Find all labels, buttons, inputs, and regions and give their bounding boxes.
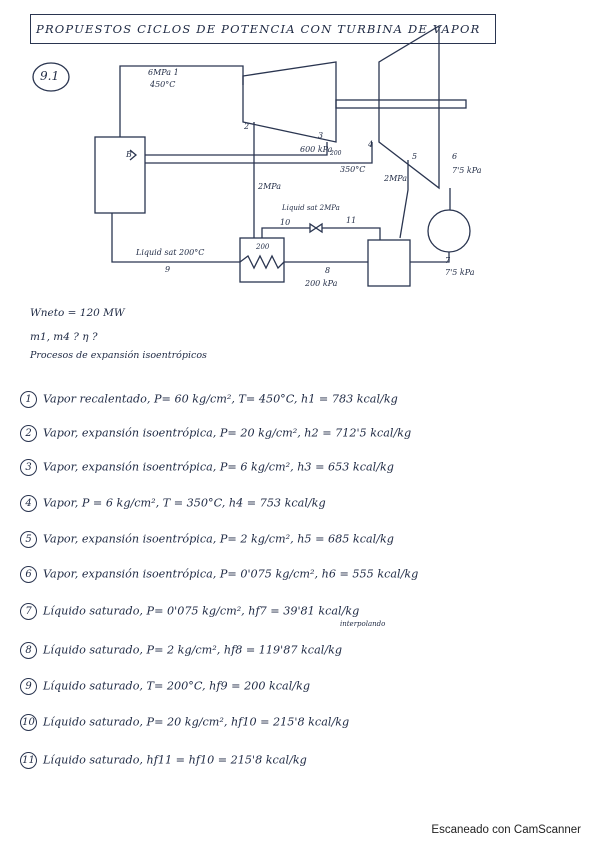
boiler-b-label: B <box>126 150 132 159</box>
state-4-temp: 350°C <box>340 165 366 174</box>
state-text: Vapor, expansión isoentrópica, P= 6 kg/c… <box>43 460 394 474</box>
state-number: 4 <box>20 495 37 512</box>
state-10-label: 10 <box>280 218 291 227</box>
condenser <box>427 209 471 253</box>
turbine-shaft <box>335 99 467 109</box>
state-number: 10 <box>20 714 37 731</box>
state-number: 6 <box>20 566 37 583</box>
state-text: Líquido saturado, T= 200°C, hf9 = 200 kc… <box>43 679 311 693</box>
state-1-temp: 450°C <box>150 80 176 89</box>
state-8-pressure: 200 kPa <box>305 279 338 288</box>
title-box <box>30 14 496 44</box>
state-7-pressure: 7'5 kPa <box>445 268 475 277</box>
state-number: 7 <box>20 603 37 620</box>
state-5-pressure: 2MPa <box>258 182 282 191</box>
state-text: Líquido saturado, P= 2 kg/cm², hf8 = 119… <box>43 643 343 657</box>
state-text: Vapor recalentado, P= 60 kg/cm², T= 450°… <box>43 392 398 406</box>
state-9-label: 9 <box>165 265 171 274</box>
state-number: 11 <box>20 752 37 769</box>
state-number: 5 <box>20 531 37 548</box>
state-8: 8 Líquido saturado, P= 2 kg/cm², hf8 = 11… <box>20 642 342 659</box>
state-text: Líquido saturado, hf11 = hf10 = 215'8 kc… <box>43 753 307 767</box>
page-title: PROPUESTOS CICLOS DE POTENCIA CON TURBIN… <box>36 22 481 36</box>
state-text: Vapor, expansión isoentrópica, P= 2 kg/c… <box>43 532 394 546</box>
state-3-pressure: 600 kPa <box>300 145 333 154</box>
state-number: 2 <box>20 425 37 442</box>
scanner-watermark: Escaneado con CamScanner <box>431 824 581 836</box>
state-9: 9 Líquido saturado, T= 200°C, hf9 = 200 k… <box>20 678 310 695</box>
label-200b: 200 <box>330 150 342 157</box>
state-10-liquid: Liquid sat 2MPa <box>282 204 340 212</box>
state-number: 8 <box>20 642 37 659</box>
unknowns-text: m1, m4 ? η ? <box>30 331 98 343</box>
hp-turbine <box>242 61 337 143</box>
heater-200-label: 200 <box>256 243 270 251</box>
state-text: Líquido saturado, P= 0'075 kg/cm², hf7 =… <box>43 604 360 618</box>
state-2-label: 2 <box>244 122 250 131</box>
state-text: Líquido saturado, P= 20 kg/cm², hf10 = 2… <box>43 715 350 729</box>
state-1: 1 Vapor recalentado, P= 60 kg/cm², T= 450… <box>20 391 398 408</box>
state-6-label: 6 <box>452 152 458 161</box>
state-2: 2 Vapor, expansión isoentrópica, P= 20 kg… <box>20 425 411 442</box>
throttle-valve <box>309 222 318 234</box>
state-text: Vapor, P = 6 kg/cm², T = 350°C, h4 = 753… <box>43 496 326 510</box>
state-11: 11 Líquido saturado, hf11 = hf10 = 215'8 … <box>20 752 307 769</box>
problem-number-circle <box>32 62 70 92</box>
state-3-label: 3 <box>318 131 324 140</box>
boiler-box <box>94 136 146 214</box>
state-number: 1 <box>20 391 37 408</box>
state-10: 10 Líquido saturado, P= 20 kg/cm², hf10 =… <box>20 714 349 731</box>
state-7: 7 Líquido saturado, P= 0'075 kg/cm², hf7 … <box>20 603 359 620</box>
state-5: 5 Vapor, expansión isoentrópica, P= 2 kg/… <box>20 531 394 548</box>
state-5-pressure-b: 2MPa <box>384 174 408 183</box>
interpolation-note: interpolando <box>340 620 386 628</box>
state-4: 4 Vapor, P = 6 kg/cm², T = 350°C, h4 = 75… <box>20 495 326 512</box>
state-8-label: 8 <box>325 266 331 275</box>
process-text: Procesos de expansión isoentrópicos <box>30 350 207 361</box>
state-5-label: 5 <box>412 152 418 161</box>
state-7-label: 7 <box>445 256 451 265</box>
state-3: 3 Vapor, expansión isoentrópica, P= 6 kg/… <box>20 459 394 476</box>
wneto-text: Wneto = 120 MW <box>30 307 125 319</box>
state-1-label: 6MPa 1 <box>148 68 179 77</box>
problem-number: 9.1 <box>40 69 60 83</box>
open-heater <box>367 239 411 287</box>
state-11-label: 11 <box>346 216 357 225</box>
state-text: Vapor, expansión isoentrópica, P= 20 kg/… <box>43 426 412 440</box>
state-6: 6 Vapor, expansión isoentrópica, P= 0'075… <box>20 566 418 583</box>
state-9-liquid: Liquid sat 200°C <box>136 248 205 257</box>
state-text: Vapor, expansión isoentrópica, P= 0'075 … <box>43 567 419 581</box>
state-4-label: 4 <box>368 140 374 149</box>
state-number: 3 <box>20 459 37 476</box>
lp-turbine <box>378 24 440 190</box>
state-6-pressure: 7'5 kPa <box>452 166 482 175</box>
state-number: 9 <box>20 678 37 695</box>
